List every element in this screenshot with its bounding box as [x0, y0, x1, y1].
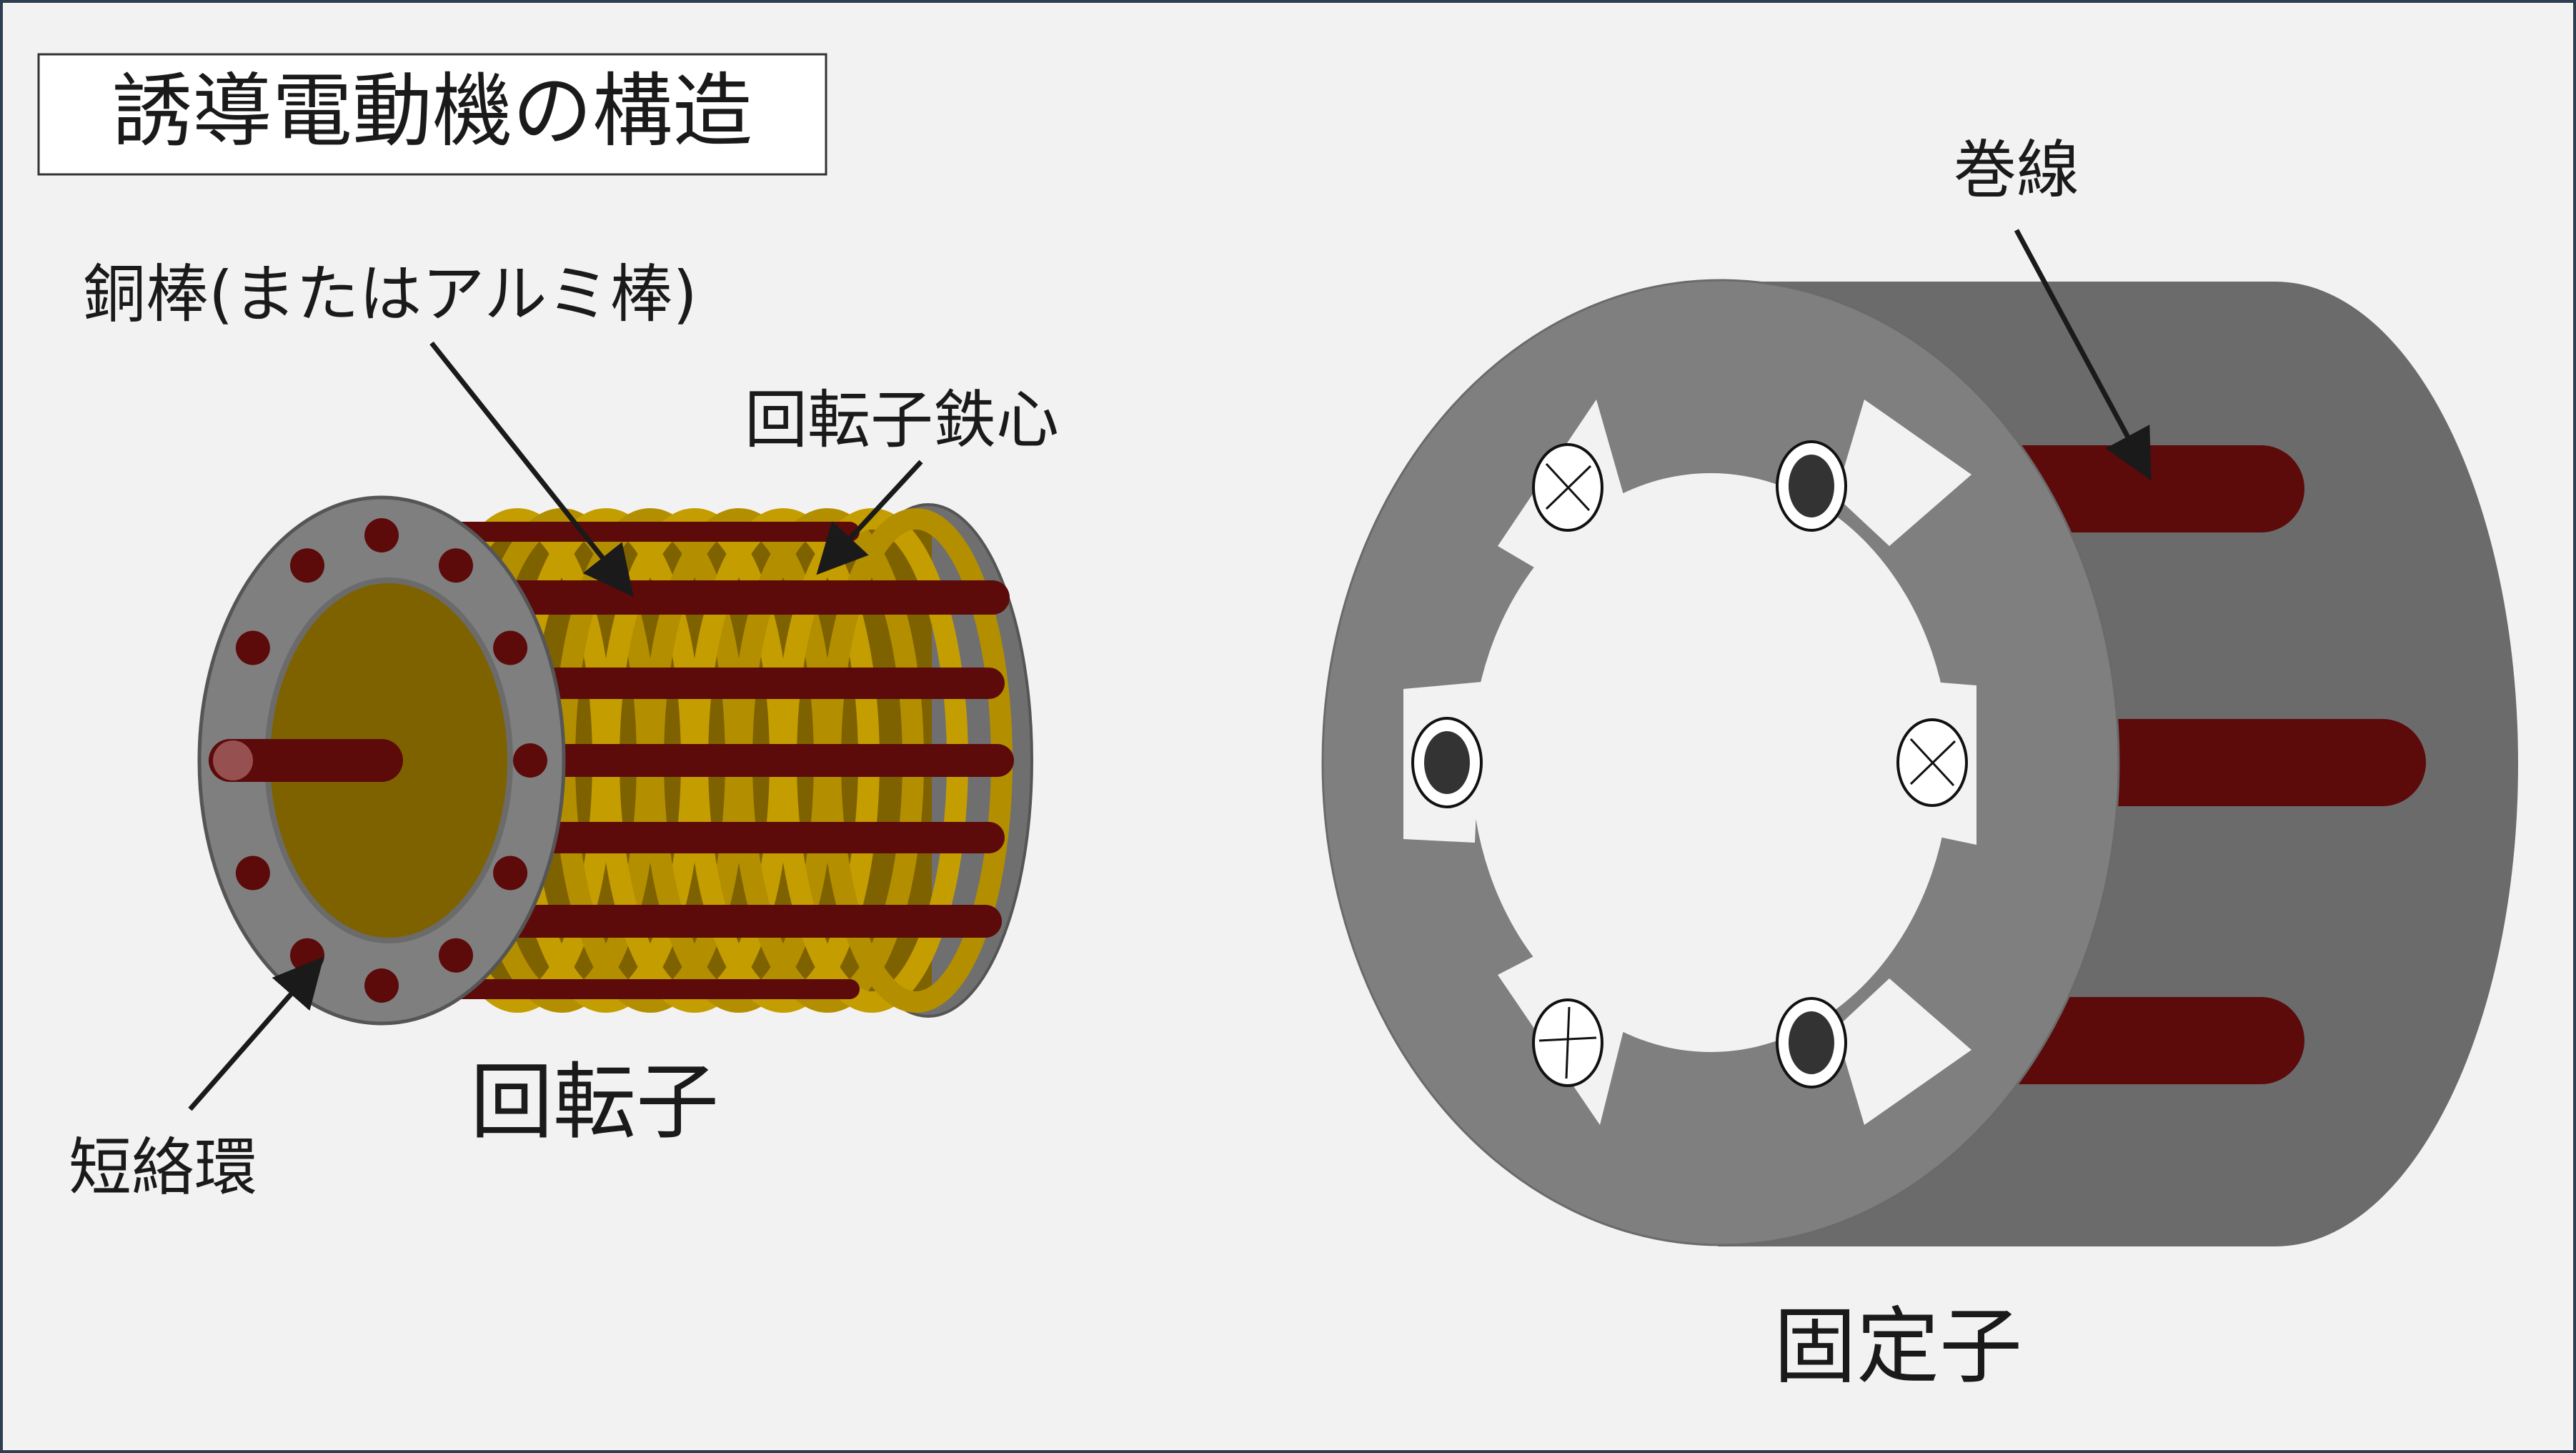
title-box: [37, 53, 827, 176]
stator-slot: [1836, 978, 1971, 1125]
arrow-copper-bar: [429, 341, 634, 597]
arrow-end-ring: [188, 956, 324, 1111]
rotor-bars: [450, 522, 1014, 999]
end-ring-hole: [235, 856, 270, 891]
end-ring-hole: [513, 743, 547, 778]
induction-motor-diagram: 誘導電動機の構造: [37, 53, 2518, 1395]
end-ring-hole: [439, 548, 473, 583]
end-ring-hole: [235, 630, 270, 665]
end-ring-hole: [493, 630, 528, 665]
stator-bore: [1471, 473, 1950, 1052]
page-title: 誘導電動機の構造: [112, 65, 752, 158]
end-ring-hole: [364, 968, 399, 1003]
end-ring-hole: [290, 938, 324, 973]
end-ring-hole: [364, 518, 399, 552]
label-end-ring: 短絡環: [69, 1131, 257, 1204]
conductor-cross: [1896, 718, 1968, 807]
conductor-dot: [1776, 440, 1847, 532]
end-ring-hole: [493, 856, 528, 891]
arrow-rotor-core: [816, 460, 923, 575]
conductor-dot: [1776, 997, 1847, 1088]
rotor: [197, 495, 1033, 1026]
conductor-cross: [1532, 443, 1603, 532]
end-ring-hole: [290, 548, 324, 583]
label-rotor-core: 回転子鉄心: [745, 383, 1059, 457]
stator-slot: [1836, 400, 1971, 546]
label-rotor: 回転子: [470, 1054, 719, 1151]
label-winding: 巻線: [1954, 133, 2079, 207]
label-copper-bar: 銅棒(またはアルミ棒): [83, 257, 697, 331]
conductor-dot: [1411, 717, 1483, 808]
stator: [1321, 279, 2518, 1246]
conductor-cross: [1532, 998, 1603, 1087]
label-stator: 固定子: [1774, 1299, 2022, 1395]
end-ring-hole: [439, 938, 473, 973]
arrow-winding: [2014, 229, 2152, 481]
rotor-shaft-tip: [213, 740, 253, 780]
